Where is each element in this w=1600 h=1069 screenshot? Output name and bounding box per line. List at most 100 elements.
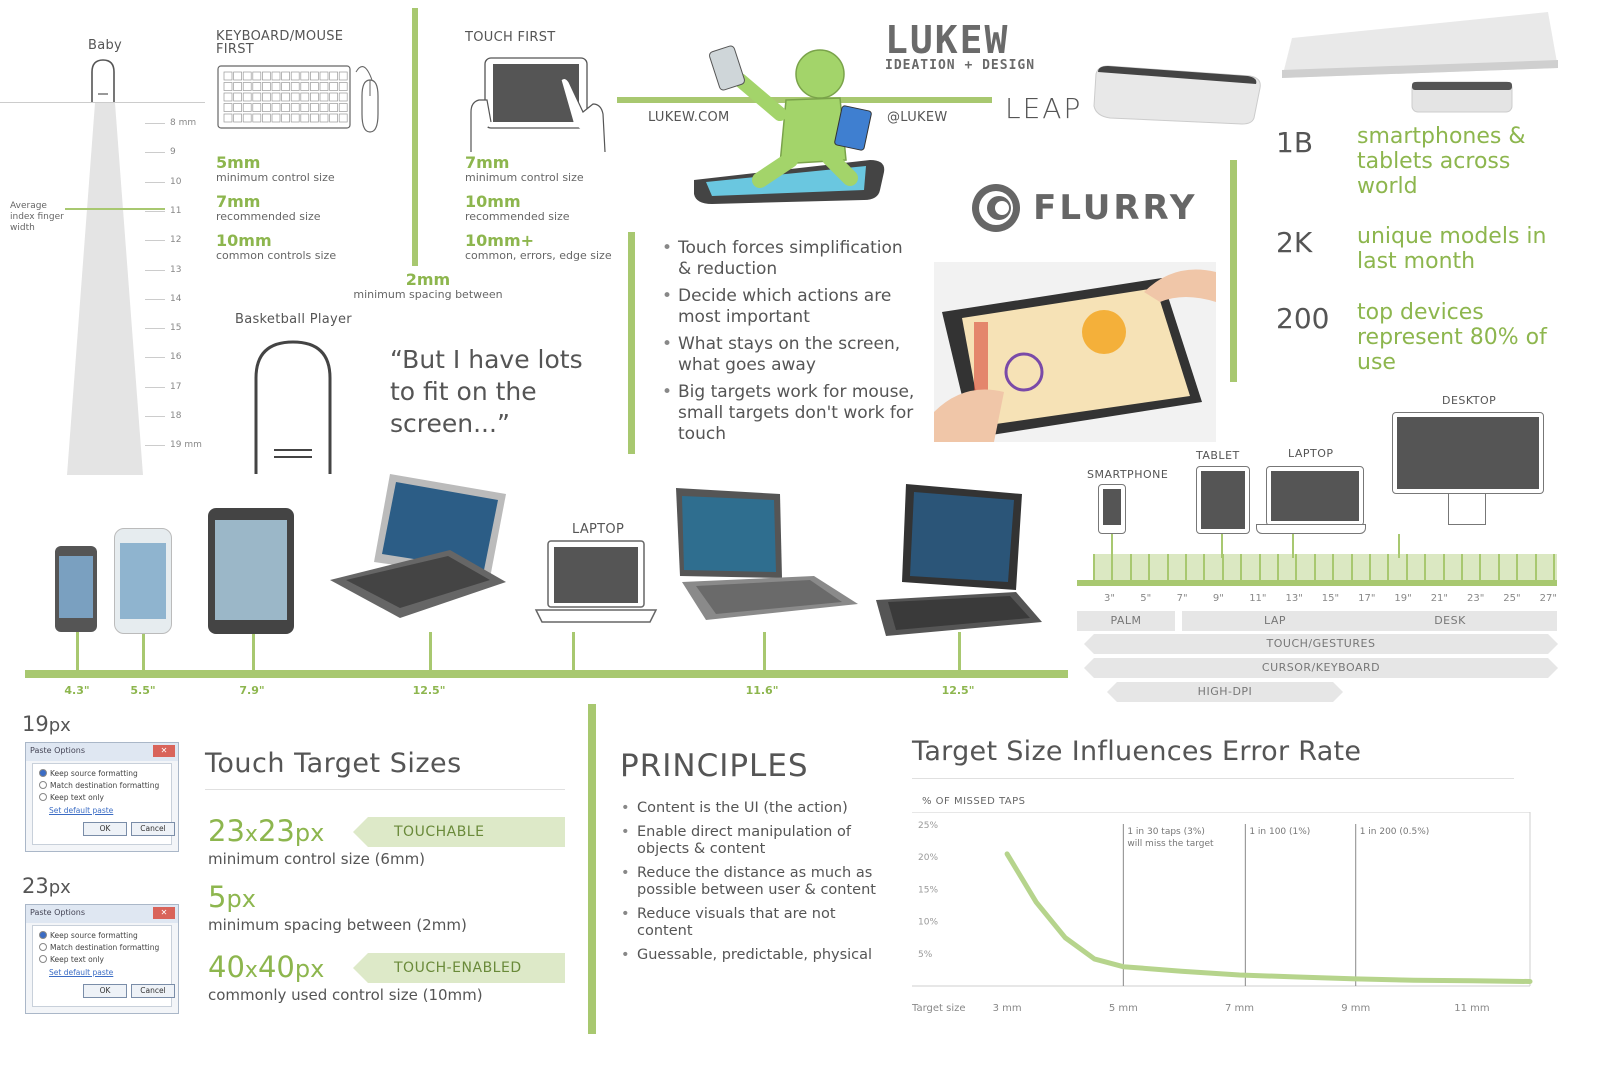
spectrum-device-icon <box>1266 466 1364 526</box>
laptop-leap-photo <box>1282 12 1558 113</box>
scale-tick-mark <box>145 210 165 212</box>
scale-tick-label: 15 <box>170 323 182 334</box>
target-size-unit: px <box>294 955 325 983</box>
set-default-paste-link[interactable]: Set default paste <box>49 968 114 977</box>
spectrum-axis <box>1077 580 1557 586</box>
chart-x-tick-label: 9 mm <box>1341 1003 1370 1014</box>
dialog-radio-option[interactable]: Match destination formatting <box>39 781 171 790</box>
principle-item: Content is the UI (the action) <box>621 800 883 818</box>
pixel-size-heading: 19px <box>22 712 71 736</box>
touch-target-title: Touch Target Sizes <box>205 748 462 779</box>
spectrum-device-stem <box>1292 534 1294 558</box>
chart-annotation-label: 1 in 200 (0.5%) <box>1360 827 1430 837</box>
dialog-radio-option[interactable]: Keep source formatting <box>39 931 171 940</box>
radio-icon[interactable] <box>39 955 47 963</box>
dialog-close-icon[interactable]: ✕ <box>153 907 175 919</box>
touch-principle-item: Touch forces simplification & reduction <box>662 238 917 280</box>
dialog-ok-button[interactable]: OK <box>83 822 127 836</box>
dialog-ok-button[interactable]: OK <box>83 984 127 998</box>
principles-list: Content is the UI (the action)Enable dir… <box>621 800 883 970</box>
chart-annotation-label: 1 in 100 (1%) <box>1249 827 1310 837</box>
target-size-a: 23 <box>208 814 245 848</box>
dialog-radio-label: Match destination formatting <box>50 781 160 790</box>
divider-vertical-1 <box>412 8 418 266</box>
spectrum-tick <box>1405 554 1408 580</box>
dialog-radio-option[interactable]: Keep source formatting <box>39 769 171 778</box>
spectrum-device-label: DESKTOP <box>1442 394 1497 407</box>
touch-principle-item: Decide which actions are most important <box>662 286 917 328</box>
target-size-caption: commonly used control size (10mm) <box>208 986 483 1004</box>
tablet-drawing-photo <box>934 262 1216 442</box>
spectrum-tick <box>1534 554 1537 580</box>
spectrum-tick <box>1332 554 1335 580</box>
target-size-a: 40 <box>208 950 245 984</box>
spectrum-tick-label: 7" <box>1176 593 1188 604</box>
dialog-radio-label: Keep source formatting <box>50 931 138 940</box>
keyboard-title: KEYBOARD/MOUSE FIRST <box>216 29 344 57</box>
set-default-paste-link[interactable]: Set default paste <box>49 806 114 815</box>
scale-tick-mark <box>145 328 165 330</box>
size-spec-caption: recommended size <box>216 210 321 223</box>
stat-number: 200 <box>1276 302 1330 335</box>
tablet-mini-image <box>208 508 294 634</box>
target-size-times: x <box>244 822 258 847</box>
radio-icon[interactable] <box>39 781 47 789</box>
device-stem <box>429 632 432 672</box>
spectrum-band: CURSOR/KEYBOARD <box>1084 658 1558 678</box>
radio-icon[interactable] <box>39 793 47 801</box>
pixel-size-heading: 23px <box>22 874 71 898</box>
spectrum-tick <box>1277 554 1279 580</box>
dialog-radio-label: Keep source formatting <box>50 769 138 778</box>
touch-principles-list: Touch forces simplification & reductionD… <box>662 238 917 451</box>
leap-device-image <box>1093 65 1261 125</box>
chart-x-tick-label: 11 mm <box>1454 1003 1489 1014</box>
target-size-unit: px <box>226 885 256 913</box>
phone-small-image <box>55 546 97 632</box>
dialog-cancel-button[interactable]: Cancel <box>131 822 175 836</box>
scale-tick-label: 18 <box>170 411 182 421</box>
spectrum-tick <box>1148 554 1151 580</box>
spectrum-tick-label: 27" <box>1539 593 1557 604</box>
spectrum-device-icon <box>1392 412 1544 494</box>
spectrum-tick <box>1240 554 1243 580</box>
spectrum-device-icon <box>1098 484 1126 534</box>
device-timeline-bar <box>25 670 1068 678</box>
dialog-cancel-button[interactable]: Cancel <box>131 984 175 998</box>
target-size-b: 40 <box>257 950 295 984</box>
lukew-site-link[interactable]: LUKEW.COM <box>648 110 730 125</box>
scale-tick-mark <box>145 298 165 300</box>
dialog-title: Paste Options <box>26 743 178 761</box>
dialog-radio-option[interactable]: Match destination formatting <box>39 943 171 952</box>
dialog-radio-option[interactable]: Keep text only <box>39 955 171 964</box>
spacing-value: 2mm <box>405 270 451 289</box>
device-size-label: 5.5" <box>130 684 156 697</box>
lukew-handle-link[interactable]: @LUKEW <box>887 110 948 125</box>
target-size-tag: TOUCH-ENABLED <box>353 953 565 983</box>
radio-icon[interactable] <box>39 931 47 939</box>
spectrum-device-icon <box>1196 466 1250 534</box>
dialog-radio-option[interactable]: Keep text only <box>39 793 171 802</box>
spectrum-device-screen <box>1201 471 1245 529</box>
chart-annotation-label: 1 in 30 taps (3%)will miss the target <box>1127 827 1214 849</box>
chart-y-tick-label: 10% <box>918 918 938 928</box>
radio-icon[interactable] <box>39 769 47 777</box>
dialog-close-icon[interactable]: ✕ <box>153 745 175 757</box>
target-size-times: x <box>244 958 258 983</box>
size-spec-value: 7mm <box>465 153 510 172</box>
dialog-title: Paste Options <box>26 905 178 923</box>
laptop-base <box>1256 524 1366 534</box>
device-stem <box>958 632 961 672</box>
tablet-hands-icon <box>470 57 606 152</box>
device-size-label: 7.9" <box>239 684 265 697</box>
radio-icon[interactable] <box>39 943 47 951</box>
principle-item: Reduce the distance as much as possible … <box>621 865 883 900</box>
pixel-size-number: 23 <box>22 874 49 898</box>
spectrum-tick-label: 15" <box>1321 593 1340 604</box>
